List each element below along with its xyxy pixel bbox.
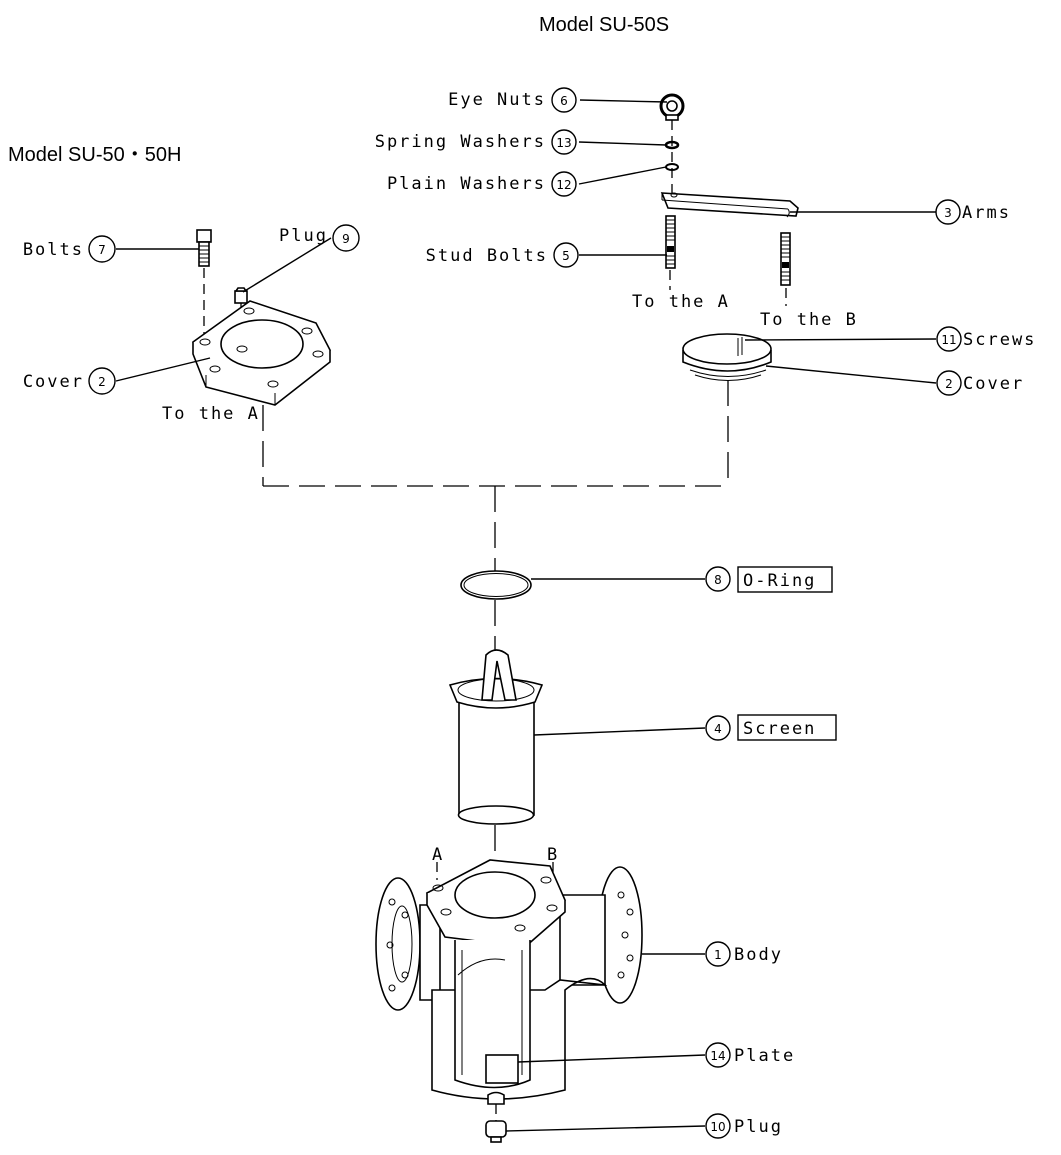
stud-bolt-a-part bbox=[665, 215, 676, 290]
callout-label-screen: Screen bbox=[743, 719, 816, 739]
screen-part bbox=[448, 649, 544, 825]
callout-num-1: 1 bbox=[714, 948, 722, 962]
callout-num-11: 11 bbox=[941, 333, 956, 347]
callout-screws: 11 Screws bbox=[936, 326, 1036, 352]
callout-stud-bolts: Stud Bolts 5 bbox=[426, 242, 579, 268]
callout-cover-right: 2 Cover bbox=[936, 370, 1024, 396]
hex-cover-part bbox=[192, 300, 332, 406]
callout-num-9: 9 bbox=[342, 232, 350, 246]
callout-plate: 14 Plate bbox=[705, 1042, 795, 1068]
round-cover-part bbox=[682, 333, 772, 381]
callout-label-body: Body bbox=[734, 945, 783, 965]
title-model-su-50s: Model SU-50S bbox=[539, 14, 669, 36]
callout-label-spring-washers: Spring Washers bbox=[375, 132, 546, 152]
callout-cover-left: Cover 2 bbox=[23, 367, 116, 395]
callout-num-3: 3 bbox=[944, 206, 952, 220]
plate-part bbox=[485, 1054, 519, 1084]
arm-part bbox=[660, 192, 799, 218]
callout-plug-top: Plug 9 bbox=[279, 224, 360, 252]
callout-label-plain-washers: Plain Washers bbox=[387, 174, 546, 194]
callout-label-cover-left: Cover bbox=[23, 372, 84, 392]
mark-b: B bbox=[547, 845, 559, 865]
callout-label-o-ring: O-Ring bbox=[743, 571, 816, 591]
callout-num-7: 7 bbox=[98, 243, 106, 257]
ref-to-the-a-top: To the A bbox=[632, 292, 730, 312]
callout-label-plate: Plate bbox=[734, 1046, 795, 1066]
callout-label-screws: Screws bbox=[963, 330, 1036, 350]
callout-label-cover-right: Cover bbox=[963, 374, 1024, 394]
callout-o-ring: 8 O-Ring bbox=[705, 566, 833, 593]
o-ring-part bbox=[460, 570, 532, 600]
callout-label-stud-bolts: Stud Bolts bbox=[426, 246, 548, 266]
callout-label-eye-nuts: Eye Nuts bbox=[448, 90, 546, 110]
title-model-su-50-50h: Model SU-50・50H bbox=[8, 144, 181, 166]
callout-label-arms: Arms bbox=[962, 203, 1011, 223]
callout-body: 1 Body bbox=[705, 941, 783, 967]
callout-label-plug-bottom: Plug bbox=[734, 1117, 783, 1137]
callout-num-14: 14 bbox=[710, 1049, 725, 1063]
callout-num-2-left: 2 bbox=[98, 375, 106, 389]
callout-num-6: 6 bbox=[560, 94, 568, 108]
plug-bottom-part bbox=[485, 1104, 507, 1143]
ref-to-the-a-left: To the A bbox=[162, 404, 260, 424]
callout-screen: 4 Screen bbox=[705, 714, 837, 741]
eye-nut-part bbox=[659, 93, 685, 121]
callout-label-plug-top: Plug bbox=[279, 226, 328, 246]
stud-bolt-b-part bbox=[780, 232, 791, 306]
callout-plain-washers: Plain Washers 12 bbox=[387, 171, 577, 197]
bolt-part bbox=[196, 229, 212, 340]
callout-spring-washers: Spring Washers 13 bbox=[375, 129, 577, 155]
ref-to-the-b: To the B bbox=[760, 310, 858, 330]
callout-arms: 3 Arms bbox=[935, 199, 1011, 225]
callout-num-10: 10 bbox=[710, 1120, 725, 1134]
callout-num-13: 13 bbox=[556, 136, 571, 150]
callout-num-8: 8 bbox=[714, 573, 722, 587]
callout-num-12: 12 bbox=[556, 178, 571, 192]
mark-a: A bbox=[432, 845, 444, 865]
body-part bbox=[375, 859, 643, 1105]
callout-plug-bottom: 10 Plug bbox=[705, 1113, 783, 1139]
callout-label-bolts: Bolts bbox=[23, 240, 84, 260]
callout-num-2-right: 2 bbox=[945, 377, 953, 391]
callout-num-4: 4 bbox=[714, 722, 722, 736]
callout-eye-nuts: Eye Nuts 6 bbox=[448, 87, 577, 113]
callout-num-5: 5 bbox=[562, 249, 570, 263]
callout-bolts: Bolts 7 bbox=[23, 235, 116, 263]
